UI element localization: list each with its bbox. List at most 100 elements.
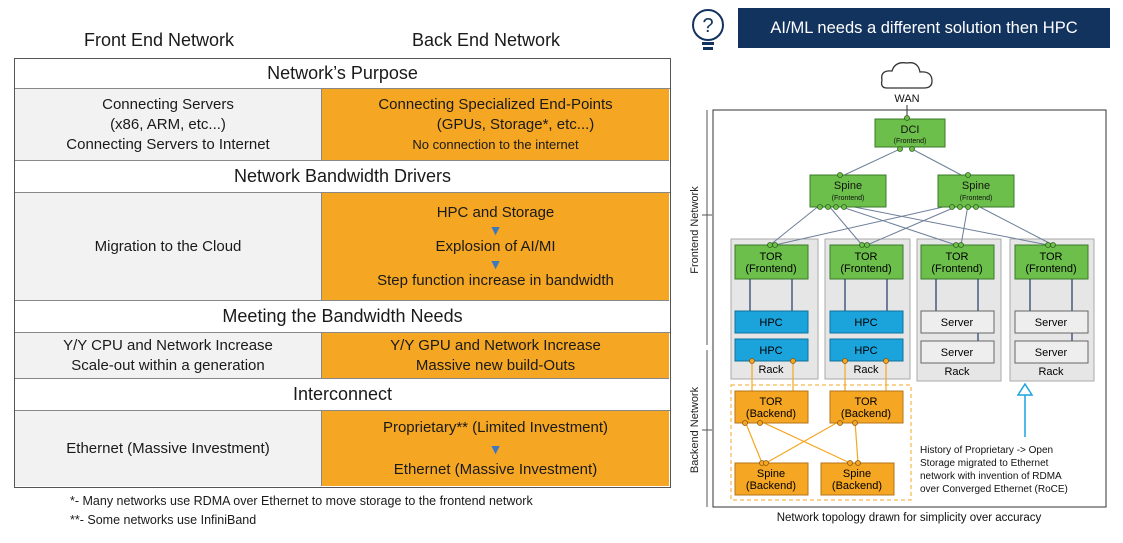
cell-line: Step function increase in bandwidth bbox=[377, 271, 614, 289]
down-arrow-icon: ▼ bbox=[488, 440, 503, 457]
cell-line: Connecting Servers to Internet bbox=[66, 135, 270, 153]
tor-backend-2 bbox=[829, 390, 904, 424]
svg-text:?: ? bbox=[702, 15, 713, 37]
interconnect-backend-cell: Proprietary** (Limited Investment) ▼ Eth… bbox=[321, 411, 669, 486]
cell-line: (x86, ARM, etc...) bbox=[110, 115, 226, 133]
spine-frontend-2 bbox=[937, 174, 1015, 208]
cell-line: Y/Y GPU and Network Increase bbox=[390, 336, 601, 354]
comparison-table: Network’s Purpose Connecting Servers (x8… bbox=[14, 58, 671, 488]
note-line: History of Proprietary -> Open bbox=[920, 445, 1053, 456]
tor-sub: (Frontend) bbox=[1025, 263, 1076, 275]
question-bulb-icon: ? bbox=[692, 9, 724, 50]
dci-switch bbox=[874, 118, 946, 148]
port-dots bbox=[767, 115, 1056, 248]
note-line: network with invention of RDMA bbox=[920, 471, 1062, 482]
cell-line: HPC and Storage bbox=[436, 203, 555, 221]
tor-label: TOR bbox=[1039, 251, 1062, 263]
wan-cloud-icon bbox=[880, 62, 933, 89]
cell-line: Ethernet (Massive Investment) bbox=[66, 439, 270, 457]
spine-frontend-1 bbox=[809, 174, 887, 208]
tor-frontend-3 bbox=[920, 244, 995, 280]
cell-line: Massive new build-Outs bbox=[415, 356, 576, 374]
rack-label: Rack bbox=[853, 364, 879, 376]
spine-backend-2 bbox=[820, 462, 895, 496]
server-node bbox=[1014, 310, 1089, 334]
dci-label: DCI bbox=[901, 124, 920, 136]
cell-line: No connection to the internet bbox=[412, 136, 579, 152]
spine-backend-sub: (Backend) bbox=[746, 480, 796, 492]
up-arrow-icon bbox=[1016, 382, 1034, 396]
tor-sub: (Frontend) bbox=[745, 263, 796, 275]
cell-line: Explosion of AI/MI bbox=[435, 237, 556, 255]
frontend-network-label: Frontend Network bbox=[689, 186, 701, 274]
rack-label: Rack bbox=[758, 364, 784, 376]
cell-line: Connecting Specialized End-Points bbox=[378, 95, 613, 113]
front-end-header: Front End Network bbox=[84, 30, 235, 50]
spine-label: Spine bbox=[962, 180, 990, 192]
spine-label: Spine bbox=[834, 180, 862, 192]
cell-line: Scale-out within a generation bbox=[71, 356, 265, 374]
diagram-caption: Network topology drawn for simplicity ov… bbox=[777, 512, 1042, 524]
section-title-purpose: Network’s Purpose bbox=[15, 59, 670, 89]
section-title-bandwidth-drivers: Network Bandwidth Drivers bbox=[15, 161, 670, 193]
server-label: Server bbox=[941, 347, 974, 359]
backend-network-label: Backend Network bbox=[689, 386, 701, 473]
server-node bbox=[920, 310, 995, 334]
section-title-interconnect: Interconnect bbox=[15, 379, 670, 411]
back-end-header: Back End Network bbox=[412, 30, 561, 50]
server-label: Server bbox=[1035, 347, 1068, 359]
needs-frontend-cell: Y/Y CPU and Network Increase Scale-out w… bbox=[15, 333, 321, 379]
hpc-label: HPC bbox=[854, 345, 877, 357]
needs-backend-cell: Y/Y GPU and Network Increase Massive new… bbox=[321, 333, 669, 379]
hpc-label: HPC bbox=[854, 317, 877, 329]
spine-sub: (Frontend) bbox=[960, 195, 993, 202]
purpose-backend-cell: Connecting Specialized End-Points (GPUs,… bbox=[321, 89, 669, 161]
network-topology-diagram: Frontend Network Backend Network WAN D bbox=[689, 62, 1107, 524]
hpc-node bbox=[829, 338, 904, 362]
cell-line: Proprietary** (Limited Investment) bbox=[382, 418, 609, 436]
tor-backend-label: TOR bbox=[759, 396, 782, 408]
drivers-frontend-cell: Migration to the Cloud bbox=[15, 193, 321, 301]
note-line: Storage migrated to Ethernet bbox=[920, 458, 1049, 469]
down-arrow-icon: ▼ bbox=[488, 255, 503, 272]
server-node bbox=[1014, 340, 1089, 364]
rack-label: Rack bbox=[944, 366, 970, 378]
server-label: Server bbox=[1035, 317, 1068, 329]
tor-label: TOR bbox=[945, 251, 968, 263]
tor-label: TOR bbox=[759, 251, 782, 263]
footnote-2: **- Some networks use InfiniBand bbox=[70, 513, 257, 527]
down-arrow-icon: ▼ bbox=[488, 221, 503, 238]
hpc-label: HPC bbox=[759, 345, 782, 357]
dci-sub: (Frontend) bbox=[894, 138, 927, 145]
hpc-node bbox=[829, 310, 904, 334]
hpc-node bbox=[734, 310, 809, 334]
spine-backend-1 bbox=[734, 462, 809, 496]
tor-sub: (Frontend) bbox=[840, 263, 891, 275]
drivers-backend-cell: HPC and Storage ▼ Explosion of AI/MI ▼ S… bbox=[321, 193, 669, 301]
tor-backend-sub: (Backend) bbox=[746, 408, 796, 420]
section-title-bandwidth-needs: Meeting the Bandwidth Needs bbox=[15, 301, 670, 333]
purpose-frontend-cell: Connecting Servers (x86, ARM, etc...) Co… bbox=[15, 89, 321, 161]
interconnect-frontend-cell: Ethernet (Massive Investment) bbox=[15, 411, 321, 486]
rack-label: Rack bbox=[1038, 366, 1064, 378]
tor-backend-label: TOR bbox=[854, 396, 877, 408]
spine-sub: (Frontend) bbox=[832, 195, 865, 202]
footnote-1: *- Many networks use RDMA over Ethernet … bbox=[70, 494, 533, 508]
tor-backend-1 bbox=[734, 390, 809, 424]
tor-frontend-4 bbox=[1014, 244, 1089, 280]
hpc-label: HPC bbox=[759, 317, 782, 329]
cell-line: Y/Y CPU and Network Increase bbox=[63, 336, 273, 354]
tor-sub: (Frontend) bbox=[931, 263, 982, 275]
spine-backend-label: Spine bbox=[843, 468, 871, 480]
hpc-node bbox=[734, 338, 809, 362]
wan-label: WAN bbox=[894, 93, 919, 105]
cell-line: (GPUs, Storage*, etc...) bbox=[436, 115, 595, 133]
server-label: Server bbox=[941, 317, 974, 329]
server-node bbox=[920, 340, 995, 364]
spine-backend-label: Spine bbox=[757, 468, 785, 480]
cell-line: Connecting Servers bbox=[102, 95, 234, 113]
tor-backend-sub: (Backend) bbox=[841, 408, 891, 420]
tor-frontend-1 bbox=[734, 244, 809, 280]
tor-label: TOR bbox=[854, 251, 877, 263]
backend-zone bbox=[730, 384, 912, 501]
